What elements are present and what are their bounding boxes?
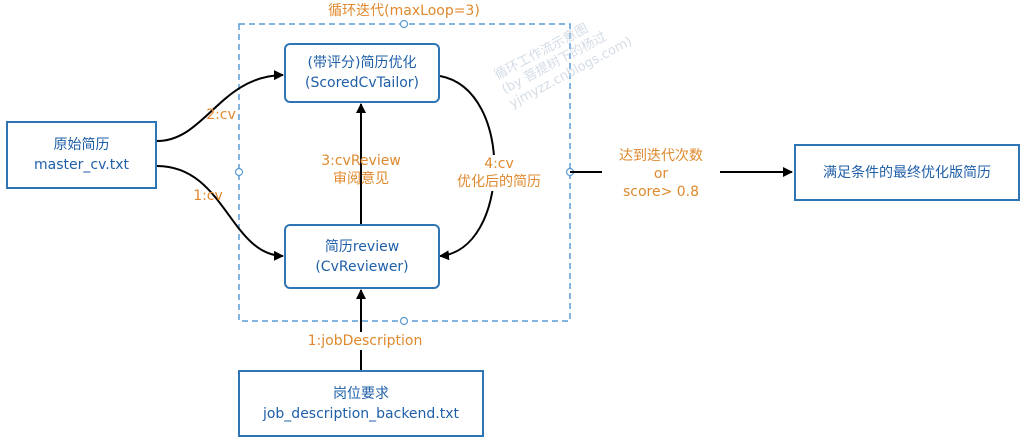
edge-label-optimized: 4:cv 优化后的简历 (440, 155, 558, 191)
edge-label-cv2: 2:cv (206, 107, 236, 123)
loop-handle-bottom (399, 316, 409, 326)
edge-label-exit-line1: 达到迭代次数 (619, 148, 703, 164)
node-job-description[interactable]: 岗位要求 job_description_backend.txt (238, 370, 484, 437)
node-scored-cv-tailor[interactable]: (带评分)简历优化 (ScoredCvTailor) (284, 43, 440, 103)
node-job-line1: 岗位要求 (333, 385, 389, 402)
edge-label-review-line1: 3:cvReview (321, 153, 401, 169)
loop-handle-top (399, 19, 409, 29)
loop-handle-left (234, 167, 244, 177)
node-master-cv-line2: master_cv.txt (34, 157, 129, 173)
node-cv-reviewer[interactable]: 简历review (CvReviewer) (284, 224, 440, 289)
node-tailor-line2: (ScoredCvTailor) (305, 75, 419, 91)
edge-cv2 (156, 70, 284, 142)
node-job-line2: job_description_backend.txt (262, 405, 460, 422)
node-reviewer-line2: (CvReviewer) (315, 258, 409, 275)
edge-label-optimized-line2: 优化后的简历 (457, 174, 541, 190)
edge-label-review-line2: 审阅意见 (333, 171, 389, 187)
node-tailor-line1: (带评分)简历优化 (307, 55, 417, 71)
edge-label-job-description: 1:jobDescription (290, 332, 440, 350)
edge-label-exit-line3: score> 0.8 (622, 184, 700, 200)
edge-label-cv1: 1:cv (193, 188, 223, 204)
edge-label-exit: 达到迭代次数 or score> 0.8 (602, 147, 720, 201)
node-master-cv-line1: 原始简历 (53, 137, 110, 153)
node-final-line1: 满足条件的最终优化版简历 (823, 164, 991, 181)
loop-label: 循环迭代(maxLoop=3) (328, 3, 480, 19)
edge-label-optimized-line1: 4:cv (484, 156, 514, 172)
edge-cv1 (156, 165, 284, 261)
edge-label-review: 3:cvReview 审阅意见 (296, 152, 426, 188)
node-final-cv[interactable]: 满足条件的最终优化版简历 (794, 144, 1020, 201)
node-reviewer-line1: 简历review (324, 238, 400, 255)
edge-label-exit-line2: or (653, 166, 669, 182)
node-master-cv[interactable]: 原始简历 master_cv.txt (6, 121, 157, 189)
